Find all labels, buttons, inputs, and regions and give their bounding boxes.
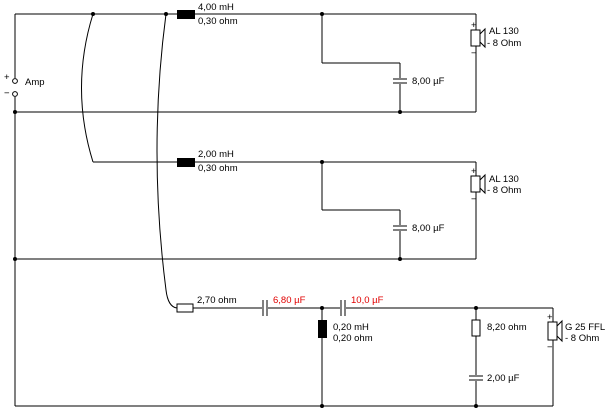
svg-text:−: − [547, 342, 553, 353]
svg-text:−: − [471, 194, 477, 205]
branch3-inductor-value: 0,20 mH [333, 322, 369, 333]
branch1-inductor-value: 4,00 mH [198, 2, 234, 13]
branch3-capacitor1-value: 6,80 µF [273, 295, 306, 306]
branch2-speaker-icon: + − [470, 166, 486, 205]
branch2-inductor [177, 158, 195, 167]
branch2-speaker-model: AL 130 [489, 174, 519, 185]
branch3-speaker-impedance: - 8 Ohm [565, 333, 599, 344]
branch-3: 2,70 ohm 6,80 µF 10,0 µF 0,20 mH 0,20 oh… [15, 13, 605, 408]
branch2-capacitor-value: 8,00 µF [412, 223, 445, 234]
plus-sign: + [4, 72, 10, 83]
branch3-series-resistor [176, 303, 194, 313]
branch3-speaker-icon: + − [547, 312, 563, 353]
branch1-inductor [177, 10, 195, 19]
branch2-inductor-resistance: 0,30 ohm [198, 163, 238, 174]
branch1-speaker-icon: + − [470, 20, 486, 59]
svg-text:+: + [471, 166, 477, 177]
branch3-zobel-capacitor-value: 2,00 µF [487, 373, 520, 384]
amp-label: Amp [25, 77, 45, 88]
svg-text:+: + [471, 20, 477, 31]
branch3-inductor-resistance: 0,20 ohm [333, 333, 373, 344]
branch-2: 2,00 mH 0,30 ohm 8,00 µF + − AL 130 - 8 … [13, 13, 521, 261]
svg-text:+: + [547, 312, 553, 323]
branch2-speaker-impedance: - 8 Ohm [487, 185, 521, 196]
branch-1: 4,00 mH 0,30 ohm 8,00 µF + − AL 130 - 8 … [13, 2, 521, 114]
svg-text:−: − [471, 48, 477, 59]
minus-terminal [12, 91, 18, 97]
branch3-zobel-resistor [471, 319, 481, 337]
branch3-series-resistor-value: 2,70 ohm [197, 295, 237, 306]
minus-sign: − [4, 88, 10, 99]
branch3-zobel-resistor-value: 8,20 ohm [487, 322, 527, 333]
amp-input: + − Amp [4, 14, 45, 406]
branch3-speaker-model: G 25 FFL [565, 322, 605, 333]
branch3-capacitor2-value: 10,0 µF [351, 295, 384, 306]
branch1-inductor-resistance: 0,30 ohm [198, 16, 238, 27]
branch1-capacitor-value: 8,00 µF [412, 76, 445, 87]
branch1-speaker-impedance: - 8 Ohm [487, 38, 521, 49]
branch1-speaker-model: AL 130 [489, 26, 519, 37]
branch3-shunt-inductor [318, 320, 327, 338]
branch2-inductor-value: 2,00 mH [198, 149, 234, 160]
plus-terminal [12, 78, 18, 84]
